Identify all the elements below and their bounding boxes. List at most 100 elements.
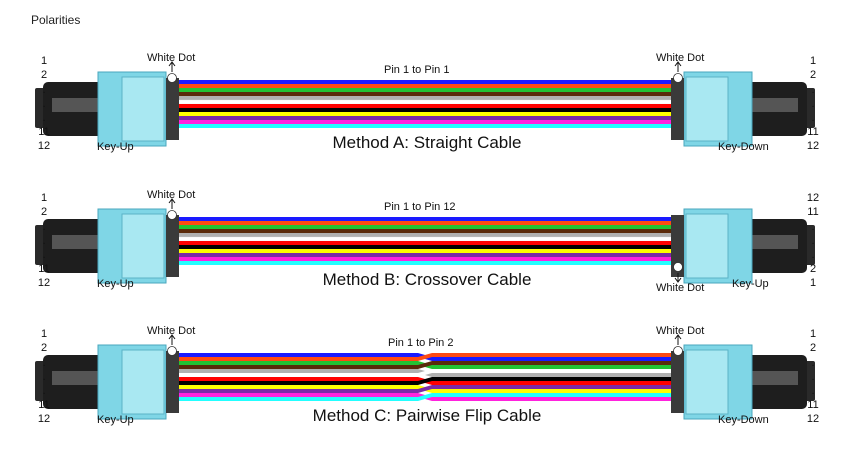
arrow-up-icon <box>168 334 176 345</box>
fiber-wire <box>178 385 682 393</box>
right-connector <box>671 208 815 284</box>
pin-number-right: . <box>811 385 814 397</box>
white-dot-label-left: White Dot <box>147 325 195 337</box>
fiber-wire <box>178 229 682 233</box>
pin-number-right: 1 <box>810 55 816 67</box>
pin-number-left: 12 <box>38 413 50 425</box>
connector-slot <box>52 235 102 249</box>
pin-number-right: 2 <box>810 342 816 354</box>
fiber-wire <box>178 96 682 100</box>
white-dot-icon <box>673 346 683 356</box>
pin-number-left: 1 <box>41 328 47 340</box>
fiber-wire <box>178 225 682 229</box>
fiber-wire <box>177 236 683 242</box>
method-title: Method B: Crossover Cable <box>323 270 532 289</box>
fiber-wire <box>178 393 682 401</box>
pin-number-right: 2 <box>810 69 816 81</box>
fiber-wire <box>178 377 682 385</box>
white-dot-label-right: White Dot <box>656 282 704 294</box>
fiber-wire <box>178 369 682 377</box>
pin-number-right: 11 <box>807 206 818 218</box>
pin-number-left: . <box>42 371 45 383</box>
method-title: Method A: Straight Cable <box>332 133 521 152</box>
white-dot-icon <box>673 73 683 83</box>
arrow-up-icon <box>168 61 176 72</box>
pin-number-left: . <box>42 84 45 96</box>
pin-number-right: . <box>811 249 814 261</box>
pin-number-left: 12 <box>38 140 50 152</box>
pin-number-right: 12 <box>807 192 819 204</box>
fiber-wire <box>178 233 682 237</box>
fiber-wire <box>178 80 682 84</box>
pin-number-right: 1 <box>810 277 816 289</box>
fiber-wire <box>178 257 682 261</box>
pin-number-right: . <box>811 221 814 233</box>
arrow-up-icon <box>674 61 682 72</box>
fiber-wire <box>178 261 682 265</box>
connector-ferrule <box>166 351 179 413</box>
pin-number-right: 12 <box>807 140 819 152</box>
connector-ferrule <box>671 78 684 140</box>
connector-ferrule <box>166 78 179 140</box>
fiber-wire <box>178 221 682 225</box>
fiber-wire <box>178 253 682 257</box>
pin-number-right: . <box>811 235 814 247</box>
pin-number-left: 1 <box>41 192 47 204</box>
pin-mapping-label: Pin 1 to Pin 1 <box>384 64 449 76</box>
right-connector <box>671 71 815 147</box>
pin-number-left: . <box>42 357 45 369</box>
connector-ferrule <box>671 215 684 277</box>
pin-number-right: . <box>811 357 814 369</box>
fiber-wire <box>178 112 682 116</box>
fiber-wire <box>178 353 682 361</box>
connector-body-panel <box>121 213 165 279</box>
fiber-wire <box>178 217 682 221</box>
pin-number-left: . <box>42 385 45 397</box>
pin-number-left: . <box>42 221 45 233</box>
right-connector <box>671 344 815 420</box>
pin-number-right: . <box>811 112 814 124</box>
fiber-wires <box>177 217 683 265</box>
pin-number-left: 12 <box>38 277 50 289</box>
connector-ferrule <box>166 215 179 277</box>
pin-number-left: 2 <box>41 342 47 354</box>
connector-cap <box>35 361 45 401</box>
left-connector <box>35 71 179 147</box>
pin-number-left: 1 <box>41 55 47 67</box>
pin-mapping-label: Pin 1 to Pin 2 <box>388 337 453 349</box>
fiber-wire <box>178 84 682 88</box>
arrow-up-icon <box>168 198 176 209</box>
fiber-wire <box>178 361 682 369</box>
white-dot-icon <box>673 262 683 272</box>
fiber-wire <box>178 245 682 249</box>
white-dot-icon <box>167 73 177 83</box>
connector-ferrule <box>671 351 684 413</box>
connector-slot <box>52 371 102 385</box>
key-label-left: Key-Up <box>97 278 134 290</box>
connector-body-panel <box>685 213 729 279</box>
connector-body-panel <box>685 349 729 415</box>
pin-number-right: . <box>811 84 814 96</box>
connector-body-panel <box>121 76 165 142</box>
method-title: Method C: Pairwise Flip Cable <box>313 406 542 425</box>
connector-cap <box>35 88 45 128</box>
connector-cap <box>805 225 815 265</box>
arrow-down-icon <box>674 273 682 283</box>
fiber-wire <box>178 92 682 96</box>
pin-number-left: 11 <box>38 263 49 275</box>
fiber-wire <box>178 249 682 253</box>
connector-slot <box>748 98 798 112</box>
key-label-left: Key-Up <box>97 414 134 426</box>
fiber-wire <box>178 88 682 92</box>
fiber-wire <box>178 104 682 108</box>
arrow-up-icon <box>674 334 682 345</box>
fiber-wire <box>177 99 683 105</box>
fiber-wire <box>178 116 682 120</box>
white-dot-label-right: White Dot <box>656 52 704 64</box>
fiber-wires <box>178 353 682 401</box>
pin-number-right: . <box>811 98 814 110</box>
left-connector <box>35 208 179 284</box>
fiber-wire <box>178 241 682 245</box>
